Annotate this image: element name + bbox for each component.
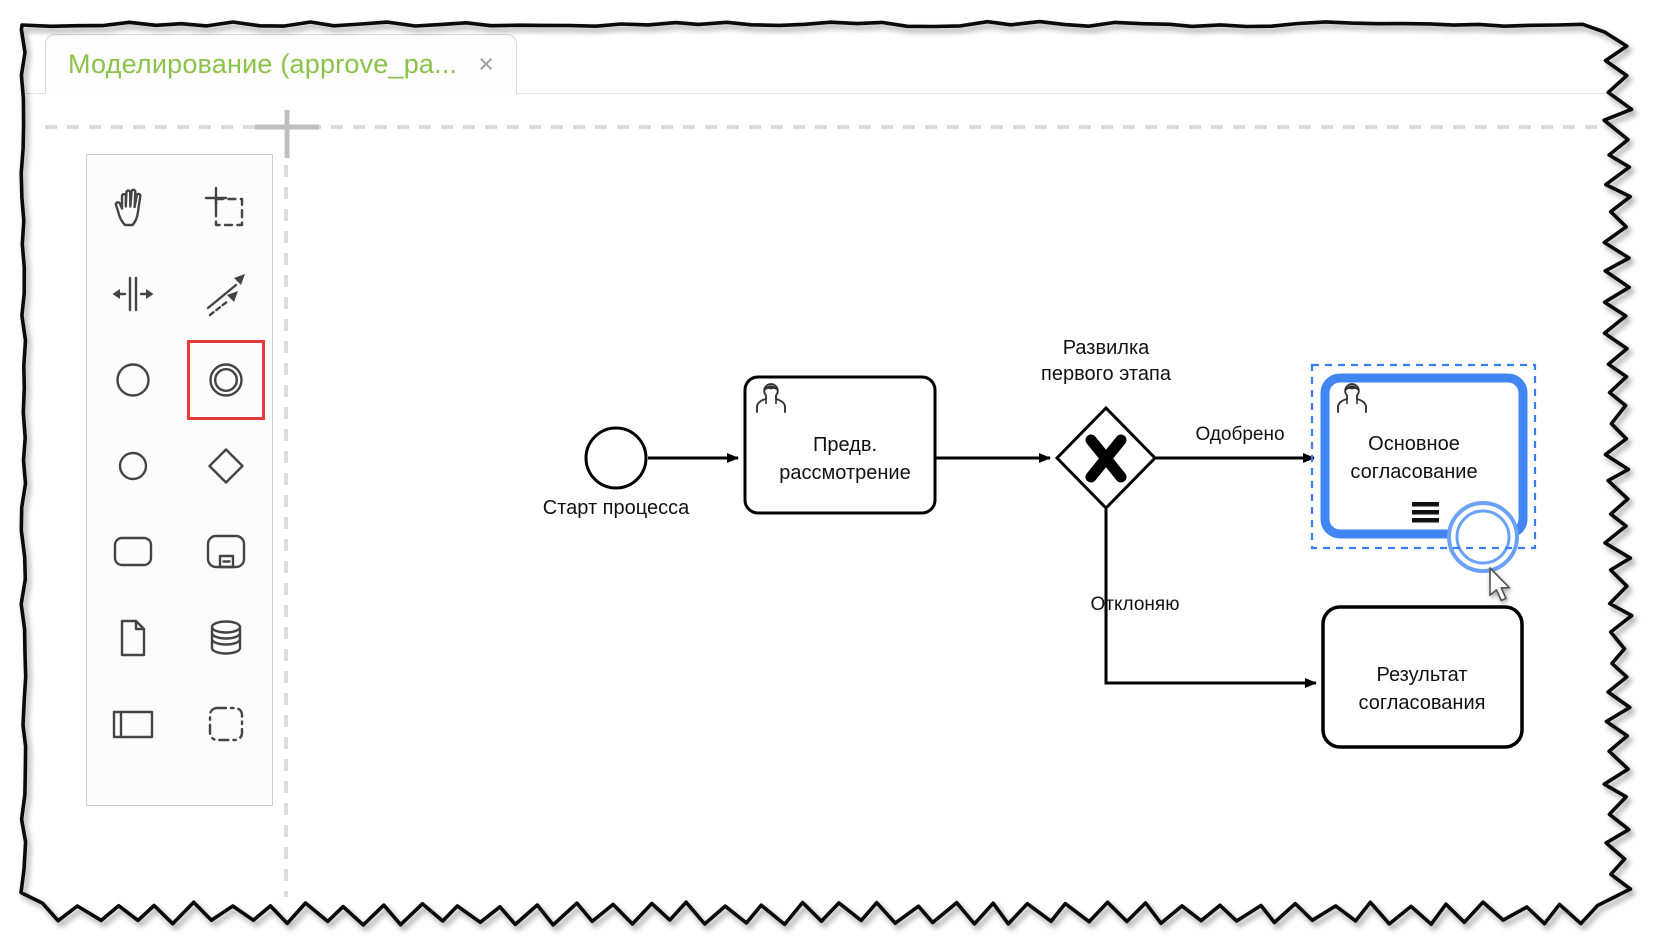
create-subprocess[interactable] xyxy=(187,512,265,592)
create-gateway[interactable] xyxy=(187,426,265,506)
lasso-tool[interactable] xyxy=(187,168,265,248)
create-participant[interactable] xyxy=(94,684,172,764)
create-data-object[interactable] xyxy=(94,598,172,678)
start-event-label: Старт процесса xyxy=(543,497,690,519)
space-tool[interactable] xyxy=(94,254,172,334)
hand-tool[interactable] xyxy=(94,168,172,248)
task-label-line: Результат xyxy=(1377,664,1468,686)
task-label-line: согласования xyxy=(1359,692,1486,714)
create-group[interactable] xyxy=(187,684,265,764)
task-label-line: согласование xyxy=(1350,461,1477,483)
gateway-label-line: первого этапа xyxy=(1041,363,1172,385)
create-data-store[interactable] xyxy=(187,598,265,678)
exclusive-gateway[interactable]: Развилка первого этапа xyxy=(1041,337,1172,511)
task-result[interactable]: Результат согласования xyxy=(1321,605,1524,749)
click-ripple-icon xyxy=(1447,501,1519,573)
create-task[interactable] xyxy=(94,512,172,592)
mouse-cursor-icon xyxy=(1489,567,1511,602)
flow-rejected-label: Отклоняю xyxy=(1091,594,1180,615)
flow-approved-label: Одобрено xyxy=(1195,424,1284,445)
create-end-event[interactable] xyxy=(94,426,172,506)
divider-plus-handle-icon[interactable] xyxy=(255,110,319,158)
task-label-line: рассмотрение xyxy=(779,462,910,484)
task-preliminary[interactable]: Предв. рассмотрение xyxy=(743,375,937,515)
task-label-line: Предв. xyxy=(813,434,877,456)
start-event[interactable] xyxy=(584,426,648,490)
task-label-line: Основное xyxy=(1368,433,1460,455)
gateway-label-line: Развилка xyxy=(1063,337,1150,359)
bpmn-palette xyxy=(86,154,273,806)
create-intermediate-event[interactable] xyxy=(186,340,265,420)
create-start-event[interactable] xyxy=(94,340,172,420)
global-connect-tool[interactable] xyxy=(187,254,265,334)
sequential-multi-instance-marker-icon xyxy=(1412,502,1439,523)
